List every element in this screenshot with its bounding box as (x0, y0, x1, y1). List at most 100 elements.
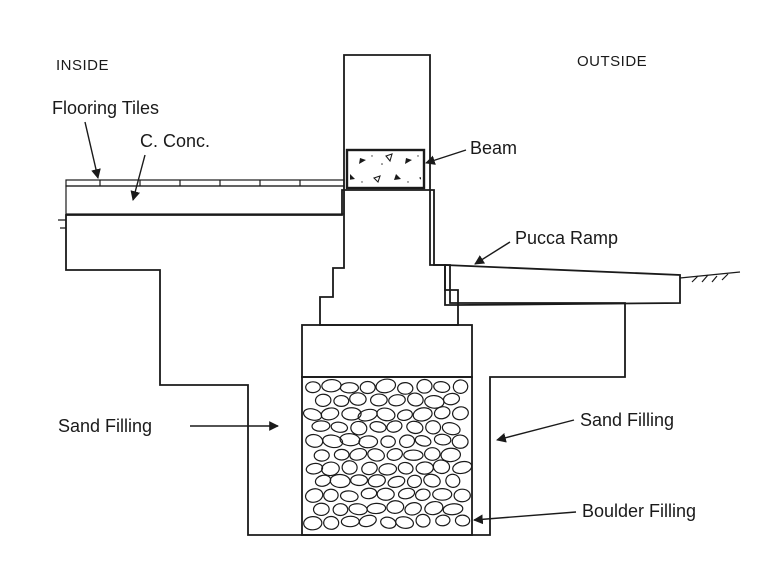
boulder-stone (350, 474, 369, 487)
boulder-stone (412, 407, 433, 422)
boulder-stone (454, 514, 471, 527)
tile-joints (99, 180, 301, 186)
boulder-stone (304, 488, 324, 503)
boulder-stone (321, 378, 342, 393)
boulder-stone (406, 474, 423, 489)
boulder-stone (380, 435, 396, 448)
boulder-stone (415, 513, 431, 528)
boulder-stone (323, 488, 339, 503)
boulder-stone (406, 420, 424, 435)
boulder-stone (432, 488, 453, 501)
boulder-stone (358, 514, 377, 528)
boulder-stone (349, 392, 367, 406)
boulder-stone (424, 500, 444, 516)
boulder-stone (414, 488, 431, 502)
boulder-filling (301, 376, 473, 536)
boulder-filling-label: Boulder Filling (582, 501, 696, 521)
boulder-stone (360, 487, 378, 500)
c-conc-arrow (130, 154, 146, 201)
beam (345, 148, 426, 190)
boulder-stone (432, 459, 451, 475)
boulder-stone (323, 515, 340, 530)
boulder-stone (348, 503, 368, 516)
sand-filling-right-label: Sand Filling (580, 410, 674, 430)
boulder-stone (395, 516, 415, 529)
boulder-stone (403, 449, 424, 461)
pucca-ramp-label: Pucca Ramp (515, 228, 618, 248)
boulder-stone (366, 502, 387, 515)
boulder-stone (407, 392, 424, 407)
boulder-stone (305, 433, 324, 448)
boulder-stone (378, 463, 398, 476)
boulder-stone (397, 381, 414, 395)
boulder-stone (423, 473, 441, 488)
boulder-stone (386, 448, 403, 461)
boulder-stone (369, 393, 388, 407)
boulder-stone (453, 488, 471, 503)
boulder-stone (313, 449, 330, 462)
boulder-stone (314, 393, 332, 408)
boulder-stone (404, 502, 422, 516)
boulder-stone (376, 407, 396, 422)
ground-edge-mark (58, 219, 66, 229)
boulder-stone (398, 434, 416, 449)
boulder-stone (433, 406, 451, 420)
boulder-stone (380, 516, 397, 529)
boulder-stone (376, 487, 395, 501)
beam-arrow (425, 149, 467, 165)
boulder-stone (388, 394, 406, 407)
boulder-stone (367, 474, 386, 488)
boulder-stone (358, 435, 379, 449)
boulder-stone (320, 407, 340, 421)
boulder-stone (442, 392, 461, 406)
boulder-stone (332, 503, 349, 517)
concrete-bed (301, 324, 473, 378)
boulder-stone (340, 515, 360, 528)
boulder-stone (361, 461, 378, 476)
boulder-stone (339, 382, 359, 394)
boulder-stone (359, 380, 376, 395)
outside-label: OUTSIDE (577, 53, 647, 70)
c-conc-label: C. Conc. (140, 131, 210, 151)
boulder-stone (386, 420, 403, 433)
boulder-stone (416, 378, 433, 394)
boulder-stone (305, 381, 321, 394)
boulder-stone (452, 406, 469, 421)
boulder-stone (433, 381, 451, 393)
boulder-stone (367, 448, 385, 462)
boulder-stone (414, 435, 432, 447)
beam-label: Beam (470, 138, 517, 158)
boulder-stone (333, 394, 350, 407)
boulder-stone (312, 502, 330, 517)
boulder-stone (442, 503, 464, 516)
boulder-stone (375, 378, 397, 394)
boulder-stone (441, 422, 461, 436)
pucca-ramp-arrow (474, 241, 511, 265)
boulder-stone (333, 448, 350, 461)
boulder-stone (425, 420, 442, 435)
boulder-stone (397, 487, 416, 500)
boulder-stone (369, 421, 387, 433)
boulder-stone (433, 433, 452, 446)
boulder-stone (387, 475, 406, 488)
sand-filling-right-arrow (496, 419, 575, 443)
boulder-stone (311, 420, 331, 432)
pucca-ramp (444, 264, 741, 306)
boulder-filling-arrow (473, 511, 577, 525)
boulder-stone (329, 473, 351, 489)
boulder-stone (305, 462, 324, 475)
inside-label: INSIDE (56, 57, 109, 74)
boulder-stone (397, 461, 414, 475)
boulder-stone (303, 516, 323, 531)
flooring-tiles-arrow (84, 121, 101, 179)
boulder-stone (341, 407, 362, 421)
boulder-stone (350, 420, 368, 436)
flooring-layer (65, 179, 345, 215)
boulder-stone (341, 460, 358, 475)
boulder-stone (423, 447, 441, 461)
boulder-stone (330, 421, 349, 433)
boulder-stone (445, 473, 461, 488)
boulder-stone (415, 461, 434, 475)
boulder-stone (435, 514, 451, 527)
